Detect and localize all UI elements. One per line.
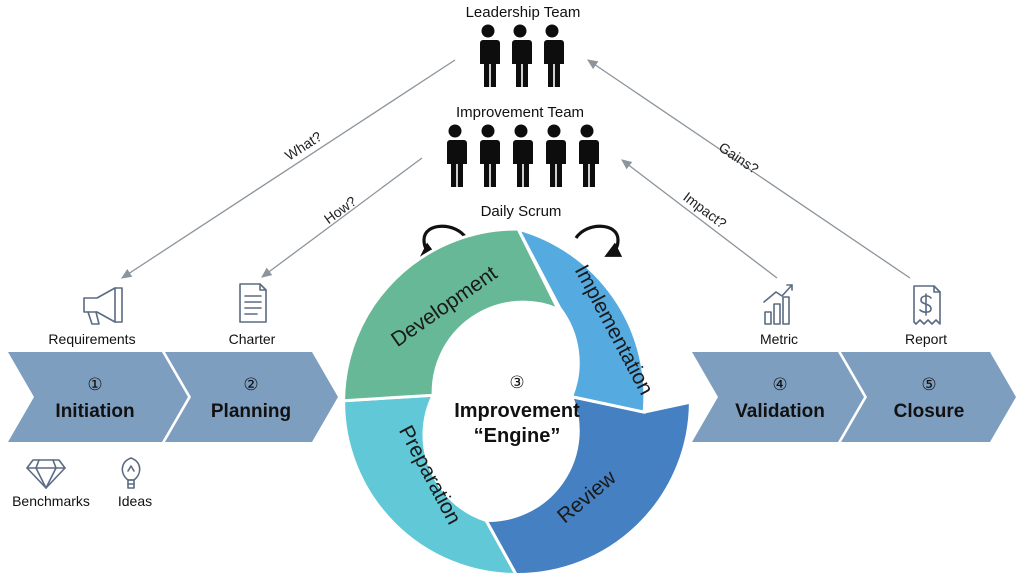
stage-closure: ⑤ Closure [841,352,1016,442]
what-arrow [121,59,456,279]
requirements-label: Requirements [48,331,135,347]
stage-number: ② [243,375,258,395]
engine-number: ③ [509,373,524,393]
document-icon [239,283,267,323]
engine-title-line1: Improvement [454,400,580,422]
improvement-team-label: Improvement Team [456,104,584,121]
gains-question: Gains? [716,139,762,177]
charter-label: Charter [229,331,276,347]
stage-number: ① [87,375,102,395]
impact-arrow [621,159,778,279]
daily-scrum-label: Daily Scrum [481,203,562,220]
metric-label: Metric [760,331,798,347]
how-question: How? [321,193,360,227]
stage-title: Planning [211,401,291,422]
stage-title: Validation [735,401,825,422]
segment-implementation [515,226,647,414]
improvement-team-icon [446,124,599,187]
what-question: What? [282,128,325,164]
benchmarks-label: Benchmarks [12,493,90,509]
how-arrow [261,157,423,278]
engine-title-line2: “Engine” [474,425,561,447]
bar-chart-icon [763,284,793,325]
segment-review [483,394,692,577]
stage-initiation: ① Initiation [8,352,188,442]
scrum-cycle-arrow-right [574,224,623,257]
dollar-receipt-icon [913,285,941,325]
report-label: Report [905,331,947,347]
segment-development [342,227,562,403]
stage-title: Initiation [55,401,134,422]
segment-preparation [342,393,519,577]
stage-number: ④ [772,375,787,395]
diamond-icon [26,459,66,489]
improvement-engine-ring [342,226,692,577]
stage-title: Closure [894,401,965,422]
megaphone-icon [83,287,123,325]
ideas-label: Ideas [118,493,152,509]
lightbulb-icon [121,457,141,489]
leadership-team-icon [479,24,564,87]
gains-arrow [587,59,911,279]
leadership-team-label: Leadership Team [466,4,581,21]
stage-number: ⑤ [921,375,936,395]
stage-planning: ② Planning [165,352,338,442]
stage-validation: ④ Validation [692,352,864,442]
